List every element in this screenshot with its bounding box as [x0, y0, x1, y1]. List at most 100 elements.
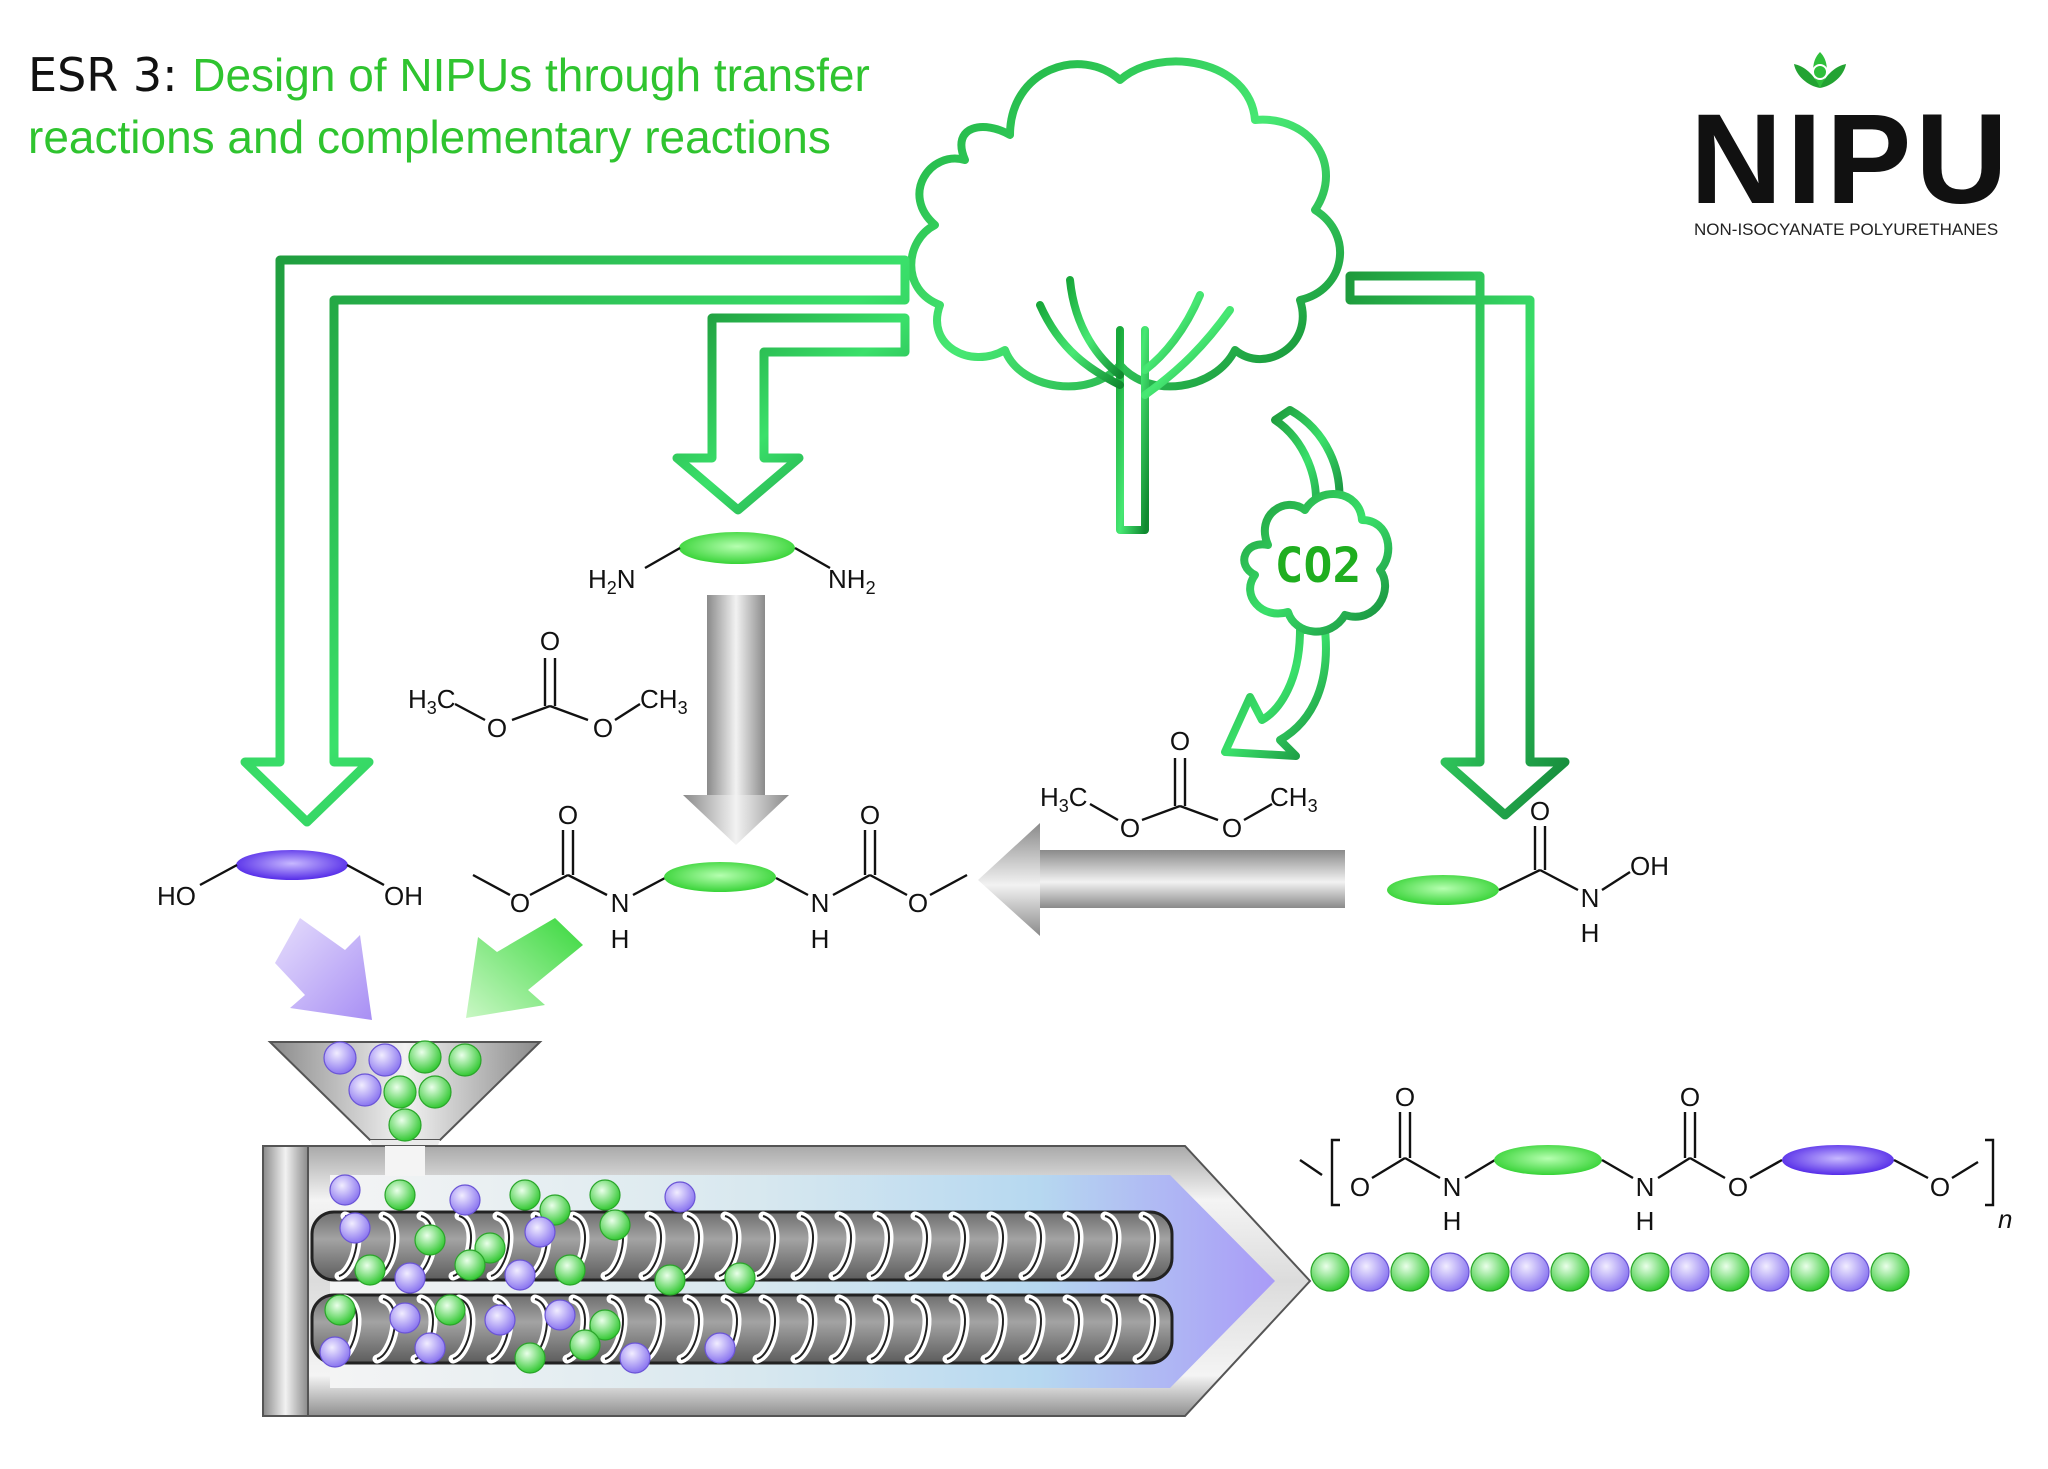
green-bead [589, 1179, 621, 1211]
green-bead [569, 1329, 601, 1361]
screw-flight-edge [946, 1298, 966, 1360]
purple-bead [484, 1304, 516, 1336]
extruder [262, 1145, 1312, 1417]
purple-bead [1670, 1252, 1710, 1292]
purple-bead [1590, 1252, 1630, 1292]
svg-text:O: O [1395, 1082, 1415, 1112]
co2-label: CO2 [1275, 538, 1362, 594]
purple-bead [394, 1262, 426, 1294]
green-bead [383, 1075, 417, 1109]
screw-flight-edge [984, 1215, 1004, 1277]
purple-bead [348, 1073, 382, 1107]
green-bead [1310, 1252, 1350, 1292]
bio-segment-green [664, 862, 776, 892]
purple-bead [449, 1184, 481, 1216]
page-title: ESR 3: Design of NIPUs through transfer … [28, 44, 870, 168]
green-bead [514, 1342, 546, 1374]
screw-flight-edge [642, 1215, 662, 1277]
screw-flight-edge [794, 1298, 814, 1360]
screw-flight-edge [680, 1215, 700, 1277]
screw-flight-edge [1022, 1215, 1042, 1277]
diol-right-oh: OH [384, 881, 423, 911]
green-feed-arrow [466, 918, 583, 1018]
green-bead [384, 1179, 416, 1211]
screw-flight-edge [490, 1215, 510, 1277]
svg-text:O: O [1728, 1172, 1748, 1202]
screw-flight-edge [832, 1215, 852, 1277]
diol-left-oh: HO [157, 881, 196, 911]
lotus-logo-icon [1794, 52, 1846, 88]
diamine-molecule: H2N NH2 [588, 532, 876, 598]
green-bead [414, 1224, 446, 1256]
title-line2: reactions and complementary reactions [28, 111, 831, 163]
green-bead [454, 1249, 486, 1281]
purple-bead [1830, 1252, 1870, 1292]
screw-flight-edge [1098, 1298, 1118, 1360]
green-bead [1470, 1252, 1510, 1292]
hydroxamic-molecule: O N H OH [1387, 796, 1669, 948]
purple-bead [389, 1302, 421, 1334]
green-bead [1710, 1252, 1750, 1292]
purple-bead [524, 1216, 556, 1248]
svg-text:O: O [1222, 813, 1242, 843]
arrow-to-diamine [672, 313, 910, 515]
green-bead [448, 1043, 482, 1077]
svg-text:O: O [1530, 796, 1550, 826]
screw-flight-edge [794, 1215, 814, 1277]
purple-bead [619, 1342, 651, 1374]
green-bead [1870, 1252, 1910, 1292]
bio-segment-green [1387, 875, 1499, 905]
screw-flight-edge [870, 1215, 890, 1277]
svg-text:O: O [1680, 1082, 1700, 1112]
screw-flight-edge [946, 1215, 966, 1277]
gray-arrow-left [978, 823, 1345, 936]
screw-flight-edge [908, 1215, 928, 1277]
purple-bead [414, 1332, 446, 1364]
green-bead [1630, 1252, 1670, 1292]
dmc-molecule-right: O O O H3C CH3 [1040, 726, 1318, 843]
logo-subtitle: NON-ISOCYANATE POLYURETHANES [1694, 220, 1999, 239]
title-prefix: ESR 3: [28, 48, 193, 102]
dmc-right-right-methyl: CH3 [1270, 782, 1318, 816]
nipu-logo: NIPU [1690, 88, 2012, 231]
purple-bead [319, 1336, 351, 1368]
green-bead [474, 1232, 506, 1264]
hopper-beads [323, 1040, 482, 1142]
svg-text:O: O [593, 713, 613, 743]
screw-flight-edge [604, 1298, 624, 1360]
gray-arrow-down [683, 595, 789, 845]
svg-text:H: H [1636, 1206, 1655, 1236]
arrow-to-hydroxamic [1345, 271, 1570, 820]
screw-flight-edge [908, 1298, 928, 1360]
purple-bead [1430, 1252, 1470, 1292]
screw-flight-edge [1136, 1298, 1156, 1360]
purple-bead [1350, 1252, 1390, 1292]
purple-bead [329, 1174, 361, 1206]
screw-flight-edge [756, 1215, 776, 1277]
green-bead [724, 1262, 756, 1294]
green-bead [324, 1294, 356, 1326]
tree-icon [907, 57, 1344, 534]
svg-text:O: O [540, 626, 560, 656]
purple-bead [704, 1332, 736, 1364]
screw-flight-edge [1060, 1298, 1080, 1360]
dmc-right-left-methyl: H3C [1040, 782, 1088, 816]
dmc-molecule-top: O O O H3C CH3 [408, 626, 688, 743]
svg-text:N: N [1636, 1172, 1655, 1202]
screw-flight-edge [376, 1298, 396, 1360]
arrow-to-diol [240, 255, 910, 827]
svg-text:H: H [611, 924, 630, 954]
polymer-bead-chain [1310, 1252, 1910, 1292]
purple-bead [664, 1181, 696, 1213]
green-bead [408, 1040, 442, 1074]
green-bead [1390, 1252, 1430, 1292]
green-bead [388, 1108, 422, 1142]
svg-text:H: H [1581, 918, 1600, 948]
title-line1: Design of NIPUs through transfer [192, 49, 870, 101]
green-bead [1550, 1252, 1590, 1292]
svg-text:O: O [1350, 1172, 1370, 1202]
green-bead [589, 1309, 621, 1341]
purple-bead [368, 1043, 402, 1077]
svg-text:O: O [860, 800, 880, 830]
